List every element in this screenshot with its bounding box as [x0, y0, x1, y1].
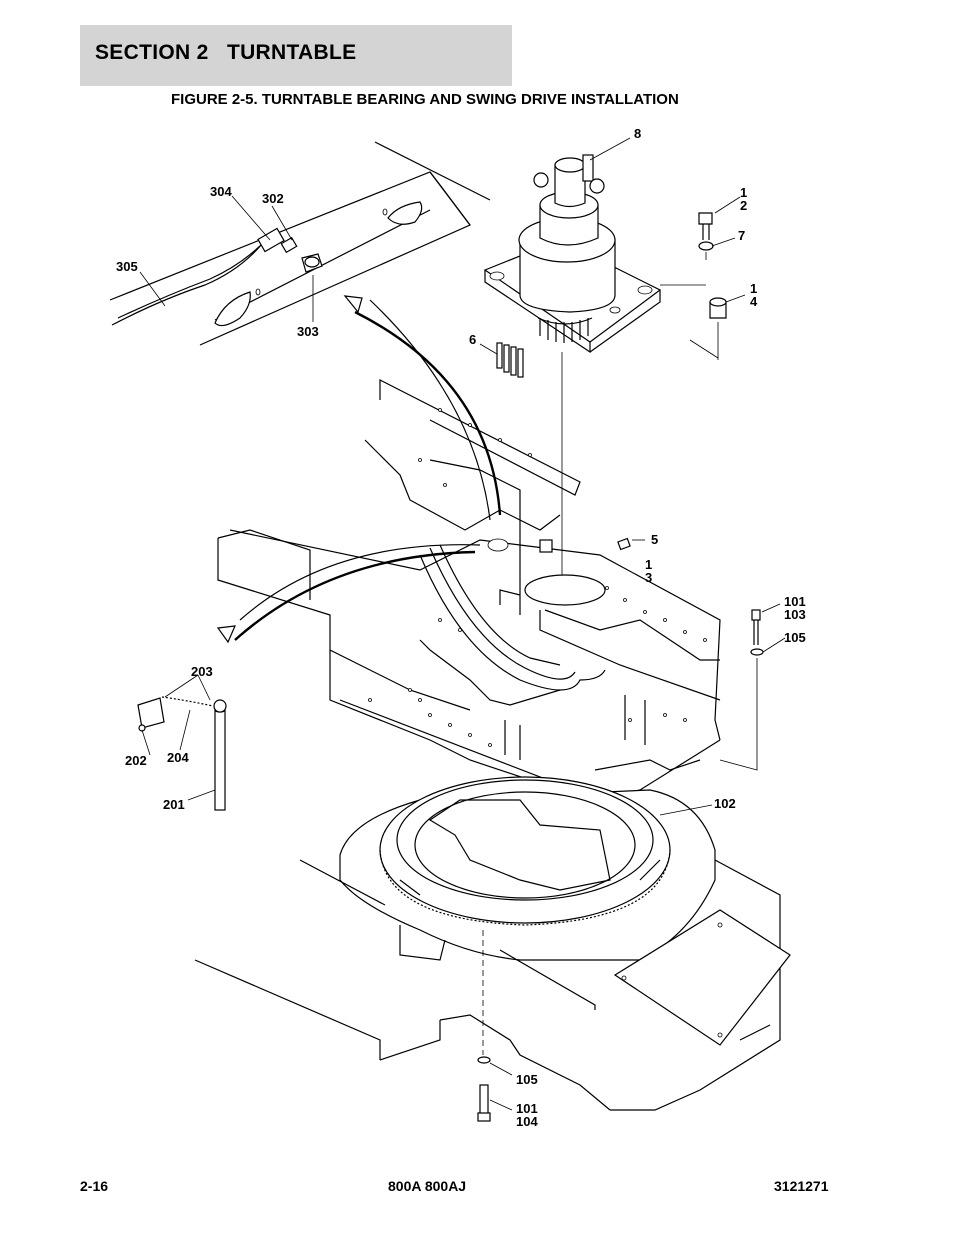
- callout-1-3: 1 3: [645, 557, 653, 585]
- callout-303: 303: [297, 324, 319, 339]
- shim-6: [496, 342, 524, 378]
- bearing-bolt-top: [719, 609, 764, 771]
- rotation-arrow-upper: [343, 295, 502, 521]
- callout-202: 202: [125, 753, 147, 768]
- page-number: 2-16: [80, 1178, 109, 1194]
- callout-105-top: 105: [784, 630, 806, 645]
- callout-1-2: 1 2: [740, 185, 748, 213]
- callout-305: 305: [116, 259, 138, 274]
- callout-101-103: 101 103: [784, 594, 806, 622]
- bearing-bolt-bottom: [477, 1056, 491, 1122]
- model-number: 800A 800AJ: [388, 1178, 467, 1194]
- callout-203: 203: [191, 664, 213, 679]
- hydraulic-hose: [111, 227, 298, 326]
- drive-bolts: [660, 212, 727, 360]
- section-header-band: SECTION 2 TURNTABLE: [80, 25, 512, 86]
- callout-101-104: 101 104: [516, 1101, 538, 1129]
- turntable-weldment: [217, 379, 721, 801]
- callout-304: 304: [210, 184, 232, 199]
- upper-frame-rail: [109, 141, 491, 346]
- callout-105-bottom: 105: [516, 1072, 538, 1087]
- callout-204: 204: [167, 750, 189, 765]
- callout-5: 5: [651, 532, 659, 547]
- lanyard-204: [137, 696, 214, 732]
- callout-201: 201: [163, 797, 185, 812]
- turntable-holes: [368, 408, 707, 747]
- pin-201: [213, 699, 227, 811]
- figure-title: FIGURE 2-5. TURNTABLE BEARING AND SWING …: [171, 91, 679, 108]
- callout-302: 302: [262, 191, 284, 206]
- fitting-303: [301, 253, 323, 273]
- lower-frame: [194, 859, 791, 1111]
- swing-drive: [483, 154, 662, 354]
- bolt-5: [617, 537, 645, 551]
- rotation-arrow-lower: [216, 544, 481, 644]
- leader-lines: [139, 137, 786, 1111]
- callout-8: 8: [634, 126, 642, 141]
- swing-bearing-ring: [379, 776, 671, 926]
- section-title: SECTION 2 TURNTABLE: [95, 41, 357, 64]
- callout-7: 7: [738, 228, 746, 243]
- document-number: 3121271: [774, 1178, 829, 1194]
- callout-102: 102: [714, 796, 736, 811]
- callout-6: 6: [469, 332, 477, 347]
- callout-1-4: 1 4: [750, 281, 758, 309]
